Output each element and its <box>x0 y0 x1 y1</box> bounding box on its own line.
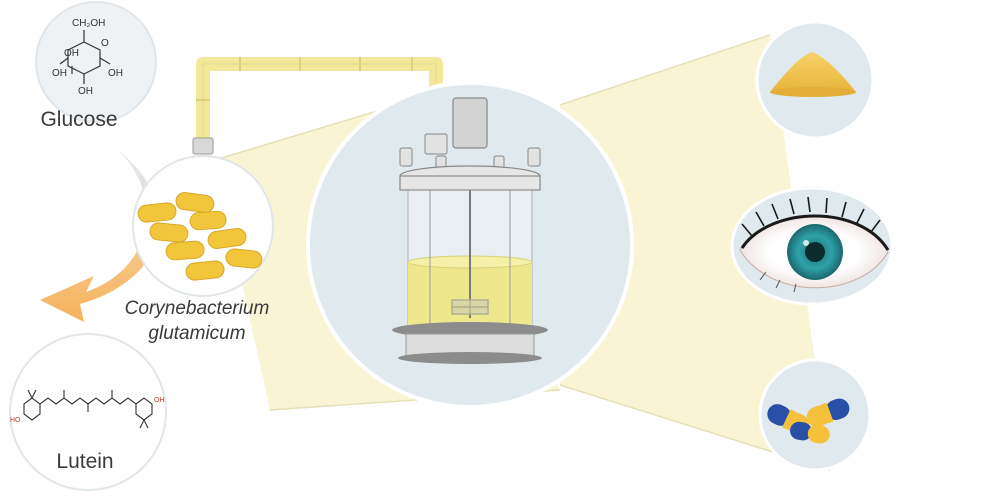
lutein-structure <box>23 389 153 429</box>
conversion-arrow <box>40 150 160 322</box>
glucose-oh-2: OH <box>52 68 67 79</box>
organism-label: Corynebacterium glutamicum <box>92 296 302 346</box>
bacteria-node <box>132 155 274 297</box>
bioreactor-node <box>306 81 634 409</box>
glucose-oh-3: OH <box>108 68 123 79</box>
glucose-label: Glucose <box>40 108 118 131</box>
capsules-icon <box>767 398 850 444</box>
organism-species: glutamicum <box>148 323 246 344</box>
lutein-hydroxyl-right: OH <box>154 397 165 404</box>
bacteria-icon <box>137 192 263 281</box>
glucose-structure <box>59 30 111 84</box>
glucose-oh-4: OH <box>78 86 93 97</box>
organism-genus: Corynebacterium <box>124 298 270 319</box>
lutein-hydroxyl-left: HO <box>10 417 21 424</box>
application-powder <box>755 20 875 140</box>
feed-pipe <box>192 57 443 155</box>
glucose-oh-1: OH <box>64 48 79 59</box>
glucose-ch2oh: CH₂OH <box>72 18 105 29</box>
powder-pile-icon <box>770 52 856 97</box>
glucose-ring-oxygen: O <box>101 38 109 49</box>
application-eye <box>730 186 894 306</box>
application-capsules <box>758 358 872 472</box>
lutein-node: HO OH <box>9 333 167 491</box>
eye-icon <box>739 196 890 293</box>
glucose-node: CH₂OH O OH OH OH OH <box>35 1 157 123</box>
lutein-label: Lutein <box>56 450 114 473</box>
bioreactor-icon <box>392 97 548 364</box>
